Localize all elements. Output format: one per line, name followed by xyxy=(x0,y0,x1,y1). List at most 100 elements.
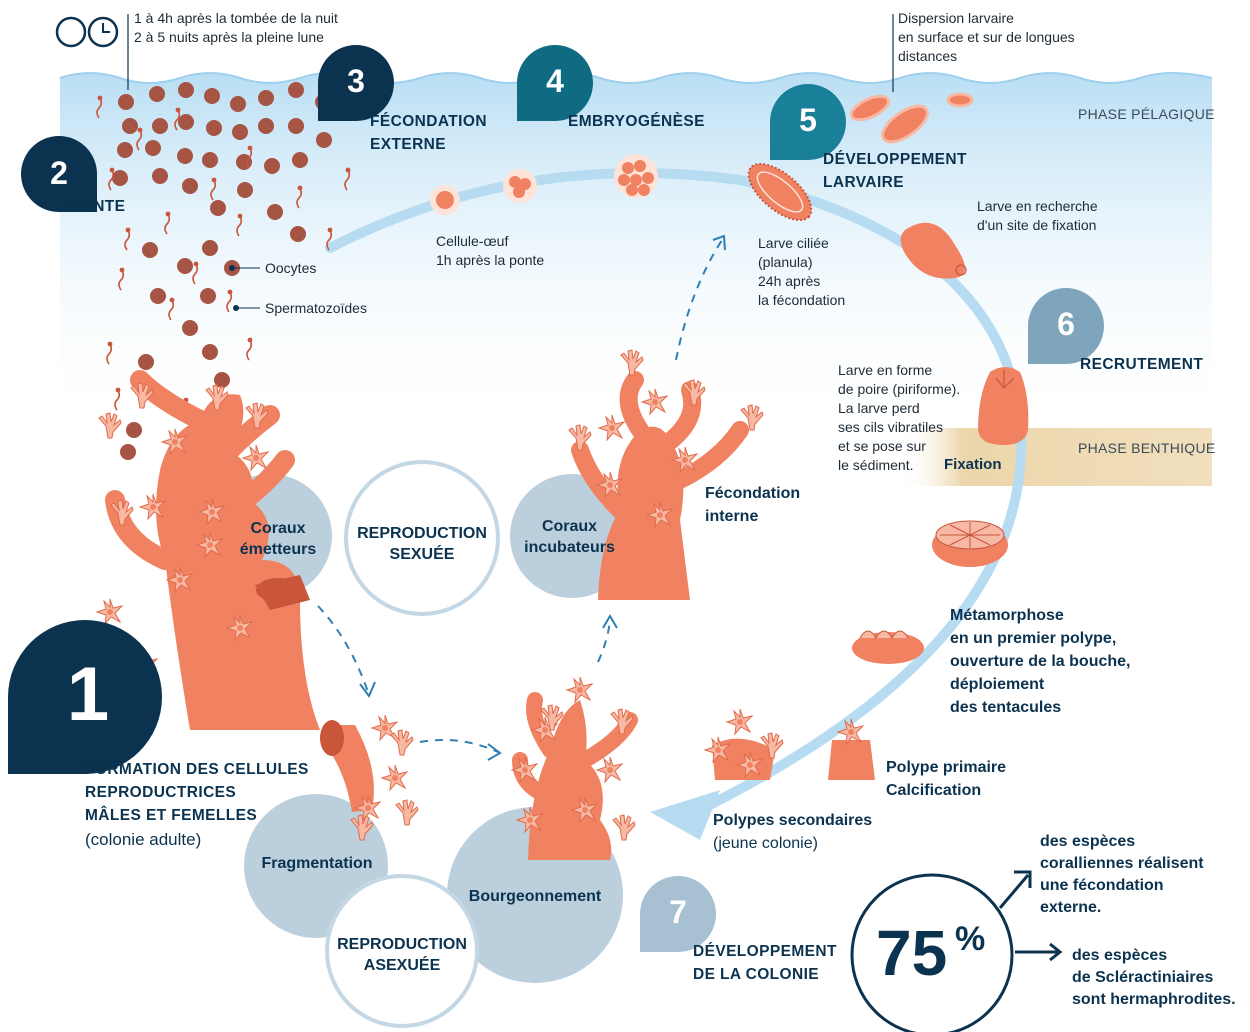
step-2-title: PONTE xyxy=(70,198,126,215)
oocyte xyxy=(182,320,198,336)
spermatozoon-head xyxy=(247,337,253,343)
planula-larva xyxy=(747,162,813,222)
oocyte xyxy=(206,120,222,136)
step-1-subtitle: (colonie adulte) xyxy=(85,830,202,849)
budding-coral xyxy=(511,676,638,860)
oocyte xyxy=(138,354,154,370)
step-5-title-1: DÉVELOPPEMENT xyxy=(823,151,967,168)
step-6-title: RECRUTEMENT xyxy=(1080,356,1204,373)
oocyte xyxy=(202,240,218,256)
planula-label-2: (planula) xyxy=(758,254,813,270)
spermatozoon xyxy=(114,389,121,411)
oocyte xyxy=(230,96,246,112)
oocytes-label: Oocytes xyxy=(265,260,317,276)
searching-larva xyxy=(900,222,967,279)
pear-larva-label-6: le sédiment. xyxy=(838,457,914,473)
spermatozoon xyxy=(108,169,115,191)
adult-coral-colony xyxy=(105,370,320,730)
oocyte xyxy=(117,142,133,158)
spermatozoon-head xyxy=(107,341,113,347)
spermatozoon xyxy=(226,291,233,313)
step-2-badge xyxy=(21,136,97,212)
secondary-polyps-label-2: (jeune colonie) xyxy=(713,835,818,852)
oocyte xyxy=(122,118,138,134)
circle-brooders-line-2: incubateurs xyxy=(524,539,615,556)
circle-spawners-label: Coraux émetteurs xyxy=(228,518,328,560)
spermatozoon-head xyxy=(327,227,333,233)
search-label-2: d'un site de fixation xyxy=(977,217,1097,233)
spermatozoon xyxy=(344,169,351,191)
metamorphosis-label-4: déploiement xyxy=(950,676,1045,693)
dispersal-label-2: en surface et sur de longues xyxy=(898,29,1075,45)
circle-sexual-line-2: SEXUÉE xyxy=(389,546,455,563)
step-7-badge xyxy=(640,876,716,952)
spermatozoon-head xyxy=(109,167,115,173)
oocyte xyxy=(152,118,168,134)
circle-fragmentation-label: Fragmentation xyxy=(261,855,373,872)
circle-sexual xyxy=(344,460,500,616)
oocyte xyxy=(118,94,134,110)
search-label-1: Larve en recherche xyxy=(977,198,1098,214)
spermatozoon-head xyxy=(237,213,243,219)
embryo-3 xyxy=(614,154,658,198)
stat-note-2-line-2: de Scléractiniaires xyxy=(1072,969,1214,986)
metamorphosis-label-3: ouverture de la bouche, xyxy=(950,653,1131,670)
step-5-number: 5 xyxy=(799,102,817,138)
primary-polyp-label-1: Polype primaire xyxy=(886,759,1007,776)
oocyte xyxy=(288,82,304,98)
spermatozoon-head xyxy=(165,211,171,217)
oocyte xyxy=(204,88,220,104)
sperm-label: Spermatozoïdes xyxy=(265,300,367,316)
embryo-1 xyxy=(430,185,460,215)
circle-budding-label: Bourgeonnement xyxy=(468,888,602,905)
clock-icon xyxy=(87,16,119,48)
spermatozoon xyxy=(210,179,217,201)
metamorphosis-label-2: en un premier polype, xyxy=(950,630,1117,647)
planula-label-3: 24h après xyxy=(758,273,821,289)
dashed-arrows xyxy=(317,239,723,753)
step-1-title-1: FORMATION DES CELLULES xyxy=(85,761,309,778)
oocyte xyxy=(150,288,166,304)
spermatozoon xyxy=(236,215,243,237)
oocyte xyxy=(178,114,194,130)
oocytes-pointer-dot xyxy=(229,265,235,271)
oocyte xyxy=(292,152,308,168)
primary-polyp xyxy=(828,718,875,780)
spermatozoon-head xyxy=(175,107,181,113)
spermatozoon-head xyxy=(227,289,233,295)
circle-spawners-line-2: émetteurs xyxy=(239,541,317,558)
sperm-pointer-dot xyxy=(233,305,239,311)
stat-arrows xyxy=(998,870,1063,962)
oocyte xyxy=(149,86,165,102)
metamorphosis-label-5: des tentacules xyxy=(950,699,1062,716)
oocyte xyxy=(202,152,218,168)
spermatozoon-head xyxy=(297,185,303,191)
step-1-title-3: MÂLES ET FEMELLES xyxy=(85,807,258,824)
dashed-arrowheads xyxy=(359,234,726,761)
step-3-title-2: EXTERNE xyxy=(370,136,447,153)
metamorphosis-polyp-1 xyxy=(932,520,1008,567)
spermatozoon xyxy=(106,343,113,365)
circle-sexual-label: REPRODUCTION SEXUÉE xyxy=(352,523,492,565)
step-6-badge xyxy=(1028,288,1104,364)
secondary-polyps-label-1: Polypes secondaires xyxy=(713,812,873,829)
spermatozoon-head xyxy=(137,127,143,133)
step-7-number: 7 xyxy=(669,894,687,930)
spermatozoon-head xyxy=(345,167,351,173)
phase-benthic: PHASE BENTHIQUE xyxy=(1078,440,1216,456)
pear-larva-label-4: ses cils vibratiles xyxy=(838,419,944,435)
step-6-number: 6 xyxy=(1057,306,1075,342)
oocyte xyxy=(264,158,280,174)
stat-note-1-line-1: des espèces xyxy=(1040,833,1136,850)
circle-asexual xyxy=(325,874,479,1028)
pear-larva-label-2: de poire (piriforme). xyxy=(838,381,961,397)
dispersal-larvae xyxy=(849,92,974,144)
fixation-label: Fixation xyxy=(944,456,1002,473)
spermatozoon xyxy=(246,339,253,361)
oocyte xyxy=(258,90,274,106)
oocyte xyxy=(316,132,332,148)
cycle-arc xyxy=(325,167,1027,815)
oocyte xyxy=(120,444,136,460)
step-5-badge xyxy=(770,84,846,160)
stat-note-2-line-3: sont hermaphrodites. xyxy=(1072,991,1236,1008)
